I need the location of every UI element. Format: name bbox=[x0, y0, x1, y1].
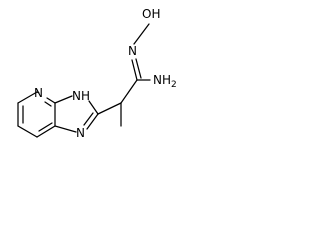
bond-c3a-n bbox=[46, 97, 56, 104]
bond-c3a-n-inner bbox=[44, 101, 52, 107]
bond-n-c4 bbox=[36, 91, 40, 94]
bond-c2-ch bbox=[97, 102, 122, 115]
bond-c2-n bbox=[86, 113, 99, 130]
bond-c6-c7 bbox=[17, 125, 38, 138]
bond-c7-c7a bbox=[36, 125, 56, 138]
atom-hydroxyl: OH bbox=[142, 7, 160, 21]
bond-c-n-double-1 bbox=[131, 59, 138, 81]
bond-c7-c7a-inner bbox=[38, 122, 53, 132]
side-chain bbox=[97, 23, 151, 127]
bond-nh-c2 bbox=[88, 100, 99, 115]
bond-c4-c5 bbox=[17, 91, 38, 104]
atom-n-imidazole-nh: N bbox=[72, 89, 81, 103]
atom-n-pyridine: N bbox=[34, 86, 43, 100]
atom-n-imidazole: N bbox=[76, 126, 85, 140]
atom-n-oxime: N bbox=[128, 44, 137, 58]
atom-amine-nh: NH bbox=[153, 73, 171, 87]
atom-amine-subscript: 2 bbox=[171, 80, 177, 90]
bond-n-c7a bbox=[54, 125, 77, 133]
chemical-structure: N N H N OH N NH2 bbox=[17, 7, 177, 140]
atom-h-imidazole: H bbox=[81, 89, 90, 103]
pyridine-ring bbox=[17, 91, 56, 138]
atom-amine: NH2 bbox=[153, 73, 177, 90]
bond-c2-n-inner bbox=[83, 112, 94, 126]
bond-ch-amidine-c bbox=[120, 79, 138, 104]
bond-c3a-nh bbox=[54, 95, 73, 104]
imidazole-ring bbox=[54, 95, 99, 133]
bond-c-n-double-2 bbox=[135, 58, 142, 79]
bond-n-oh bbox=[133, 23, 150, 45]
